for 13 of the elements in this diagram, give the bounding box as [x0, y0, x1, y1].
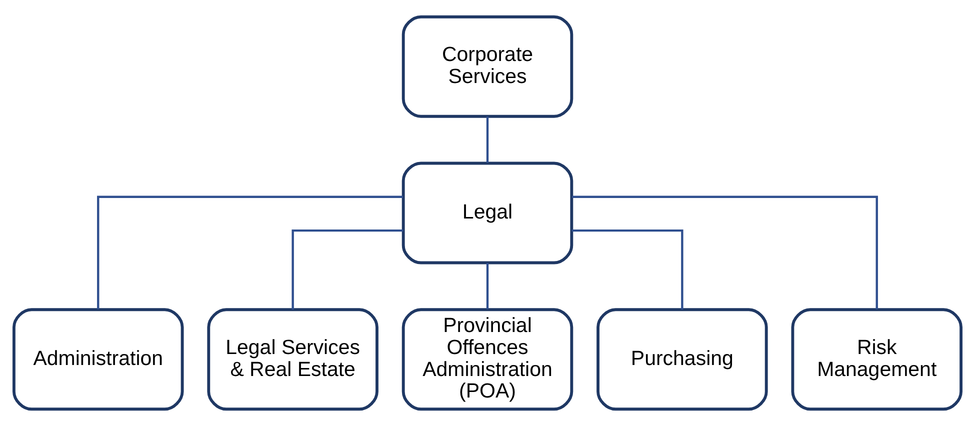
- node-box: Provincial Offences Administration (POA): [402, 308, 574, 410]
- connector: [572, 195, 878, 309]
- connector: [292, 228, 404, 310]
- node-box: Purchasing: [596, 308, 768, 410]
- node-box: Legal Services & Real Estate: [207, 308, 378, 410]
- connector: [572, 228, 684, 310]
- node-box: Corporate Services: [402, 14, 574, 118]
- connector: [486, 262, 489, 309]
- connector: [486, 116, 489, 162]
- node-box: Risk Management: [791, 308, 962, 410]
- connector: [97, 195, 403, 309]
- node-box: Administration: [12, 308, 184, 410]
- node-box: Legal: [402, 161, 574, 264]
